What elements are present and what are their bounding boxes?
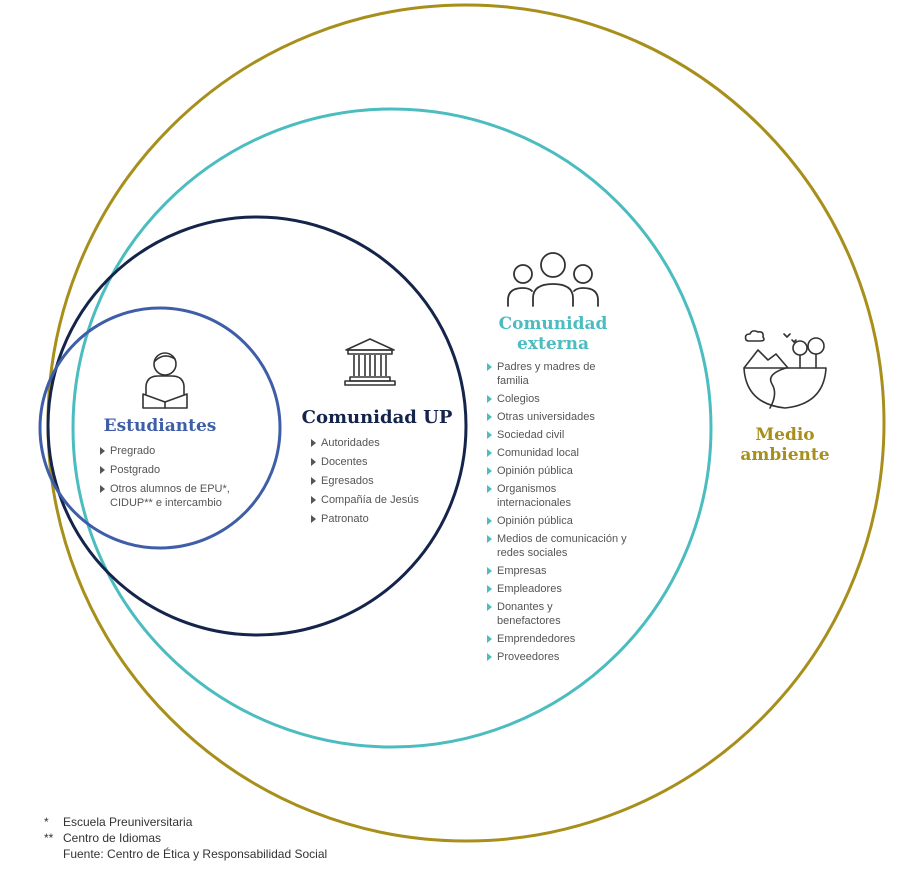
comunidad-externa-title-line1: Comunidad	[498, 314, 608, 334]
footnote-text: Fuente: Centro de Ética y Responsabilida…	[63, 847, 328, 861]
ring-comunidad-externa	[71, 107, 713, 749]
footnote-text: Escuela Preuniversitaria	[63, 815, 193, 829]
footnote: * Escuela Preuniversitaria	[44, 814, 327, 830]
comunidad-externa-list: Padres y madres de familia Colegios Otra…	[485, 360, 630, 668]
list-item: Colegios	[485, 392, 630, 406]
list-item: Organismos internacionales	[485, 482, 587, 510]
footnote: Fuente: Centro de Ética y Responsabilida…	[44, 846, 327, 862]
list-item: Comunidad local	[485, 446, 630, 460]
student-icon	[142, 352, 188, 409]
comunidad-externa-title: Comunidad externa	[482, 314, 624, 354]
list-item: Patronato	[309, 512, 449, 526]
list-item: Otros alumnos de EPU*, CIDUP** e interca…	[98, 482, 252, 510]
footnote: ** Centro de Idiomas	[44, 830, 327, 846]
footnote-mark	[44, 846, 63, 862]
medio-ambiente-title: Medio ambiente	[730, 425, 840, 465]
comunidad-externa-title-line2: externa	[517, 334, 589, 354]
comunidad-up-title: Comunidad UP	[301, 407, 453, 428]
footnote-text: Centro de Idiomas	[63, 831, 162, 845]
list-item: Otras universidades	[485, 410, 630, 424]
footnote-mark: **	[44, 831, 54, 845]
estudiantes-list: Pregrado Postgrado Otros alumnos de EPU*…	[98, 444, 258, 515]
list-item: Compañía de Jesús	[309, 493, 449, 507]
list-item: Pregrado	[98, 444, 258, 458]
list-item: Empresas	[485, 564, 630, 578]
ring-estudiantes	[38, 306, 282, 550]
building-icon	[344, 338, 396, 386]
people-group-icon	[507, 252, 599, 307]
list-item: Empleadores	[485, 582, 630, 596]
list-item: Postgrado	[98, 463, 258, 477]
list-item: Opinión pública	[485, 514, 630, 528]
landscape-globe-icon	[743, 330, 827, 409]
list-item: Proveedores	[485, 650, 630, 664]
list-item: Opinión pública	[485, 464, 630, 478]
footnotes: * Escuela Preuniversitaria ** Centro de …	[44, 814, 327, 862]
list-item: Medios de comunicación y redes sociales	[485, 532, 637, 560]
list-item: Emprendedores	[485, 632, 630, 646]
comunidad-up-list: Autoridades Docentes Egresados Compañía …	[309, 436, 449, 531]
list-item: Donantes y benefactores	[485, 600, 572, 628]
list-item: Egresados	[309, 474, 449, 488]
list-item: Sociedad civil	[485, 428, 630, 442]
medio-ambiente-title-line1: Medio	[755, 425, 815, 445]
footnote-mark: *	[44, 815, 49, 829]
list-item: Padres y madres de familia	[485, 360, 607, 388]
list-item: Autoridades	[309, 436, 449, 450]
ring-comunidad-up	[46, 215, 468, 637]
estudiantes-title: Estudiantes	[103, 416, 217, 436]
list-item: Docentes	[309, 455, 449, 469]
medio-ambiente-title-line2: ambiente	[740, 445, 830, 465]
